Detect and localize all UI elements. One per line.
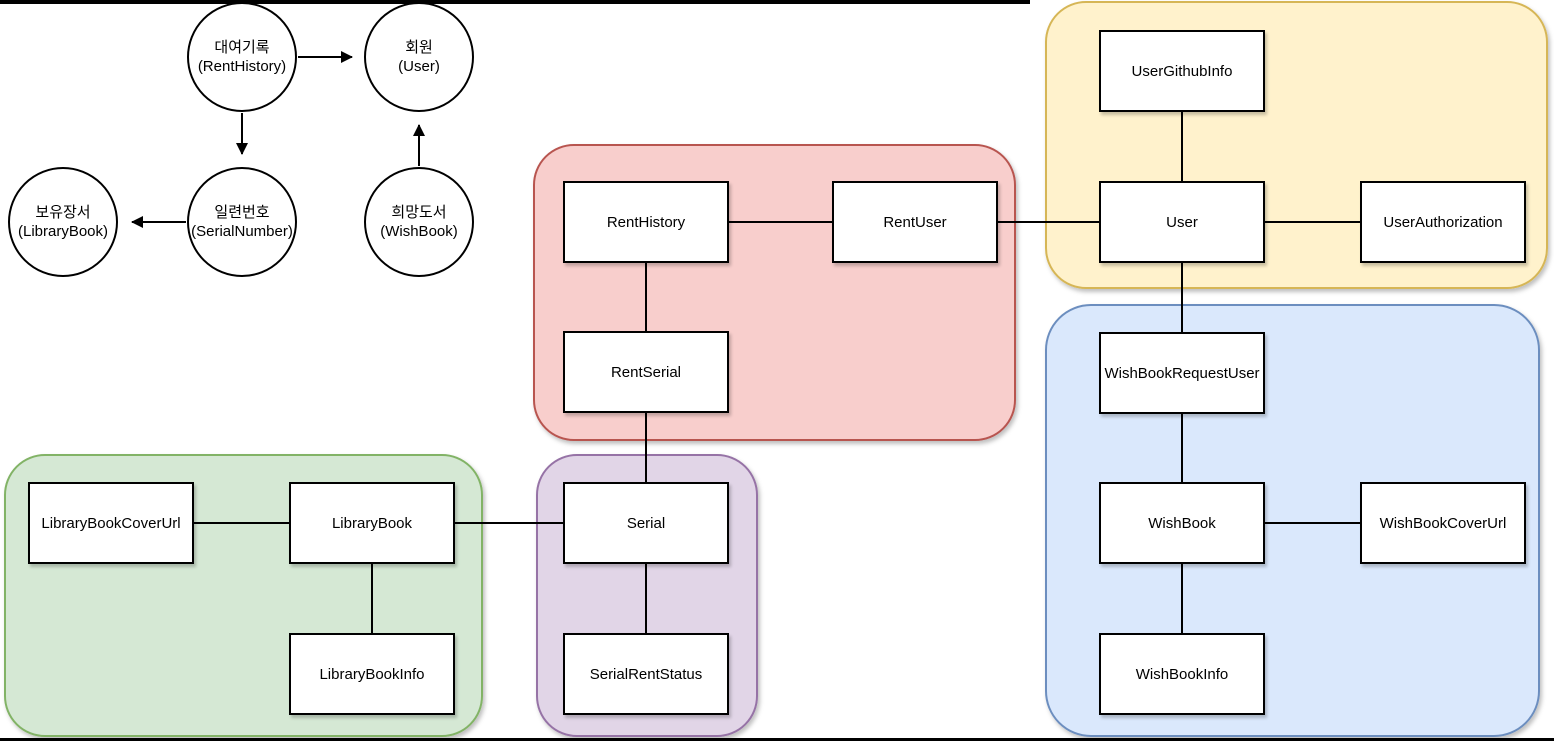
node-label: WishBookRequestUser — [1104, 364, 1260, 382]
concept-label-ko: 희망도서 — [391, 204, 447, 221]
concept-label-en: (User) — [398, 58, 440, 75]
node-label: LibraryBookCoverUrl — [41, 514, 181, 532]
node-label: Serial — [626, 514, 666, 532]
bottom-edge-bar — [0, 738, 1554, 741]
node-label: RentHistory — [606, 213, 686, 231]
node-wish-book: WishBook — [1099, 482, 1265, 564]
node-label: RentUser — [883, 213, 947, 231]
concept-wish-book: 희망도서 (WishBook) — [364, 167, 474, 277]
node-label: WishBookInfo — [1135, 665, 1229, 683]
node-rent-user: RentUser — [832, 181, 998, 263]
concept-serial-number: 일련번호 (SerialNumber) — [187, 167, 297, 277]
concept-label-ko: 보유장서 — [35, 204, 91, 221]
node-label: LibraryBook — [331, 514, 413, 532]
node-wish-book-request-user: WishBookRequestUser — [1099, 332, 1265, 414]
node-label: User — [1166, 213, 1198, 231]
node-library-book-info: LibraryBookInfo — [289, 633, 455, 715]
concept-label-ko: 회원 — [405, 39, 433, 56]
node-wish-book-info: WishBookInfo — [1099, 633, 1265, 715]
node-rent-serial: RentSerial — [563, 331, 729, 413]
node-label: UserGithubInfo — [1131, 62, 1233, 80]
node-user: User — [1099, 181, 1265, 263]
concept-label-en: (LibraryBook) — [17, 223, 109, 240]
concept-label-en: (WishBook) — [380, 223, 458, 240]
node-user-authorization: UserAuthorization — [1360, 181, 1526, 263]
concept-library-book: 보유장서 (LibraryBook) — [8, 167, 118, 277]
node-label: SerialRentStatus — [589, 665, 703, 683]
node-rent-history: RentHistory — [563, 181, 729, 263]
node-label: WishBookCoverUrl — [1379, 514, 1507, 532]
top-edge-bar — [0, 0, 1030, 4]
node-serial-rent-status: SerialRentStatus — [563, 633, 729, 715]
node-serial: Serial — [563, 482, 729, 564]
node-label: UserAuthorization — [1383, 213, 1503, 231]
concept-user: 회원 (User) — [364, 2, 474, 112]
concept-label-en: (SerialNumber) — [191, 223, 293, 240]
node-user-github-info: UserGithubInfo — [1099, 30, 1265, 112]
concept-label-en: (RentHistory) — [197, 58, 287, 75]
concept-label-ko: 일련번호 — [214, 204, 270, 221]
concept-arrows — [131, 51, 425, 228]
node-label: WishBook — [1148, 514, 1216, 532]
node-label: LibraryBookInfo — [319, 665, 425, 683]
concept-rent-history: 대여기록 (RentHistory) — [187, 2, 297, 112]
node-wish-book-cover-url: WishBookCoverUrl — [1360, 482, 1526, 564]
entity-links — [194, 112, 1360, 633]
node-library-book-cover-url: LibraryBookCoverUrl — [28, 482, 194, 564]
node-label: RentSerial — [610, 363, 682, 381]
concept-label-ko: 대여기록 — [214, 39, 270, 56]
node-library-book: LibraryBook — [289, 482, 455, 564]
